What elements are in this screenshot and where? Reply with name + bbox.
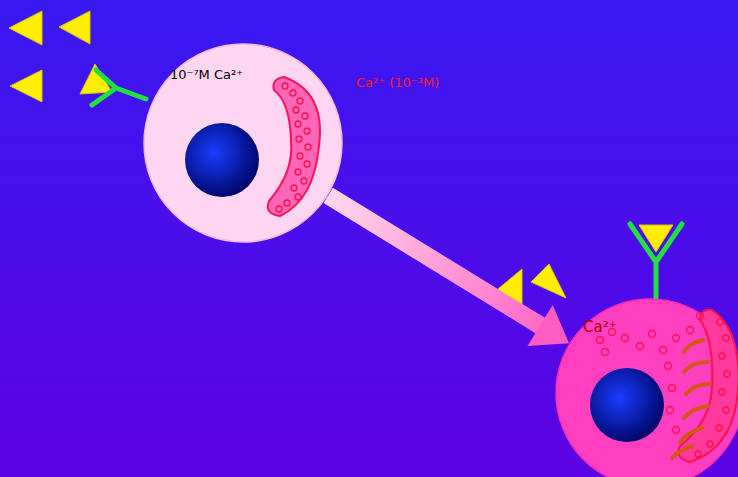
cell-membrane xyxy=(144,44,342,242)
nucleus xyxy=(185,123,259,197)
ligand-triangle xyxy=(59,11,90,44)
cell-membrane xyxy=(556,299,738,477)
cell: 10⁻⁷M Ca²⁺ xyxy=(143,43,343,243)
nucleus xyxy=(590,368,664,442)
ligands xyxy=(9,11,566,318)
ligand-triangle xyxy=(9,11,42,45)
ligand-triangle xyxy=(10,70,42,102)
receptor-symbol xyxy=(92,70,146,105)
bound-ligand xyxy=(639,225,673,252)
cell-outline xyxy=(555,298,738,477)
store-concentration: Ca²⁺ (10⁻³M) xyxy=(356,75,439,90)
calcium-channels xyxy=(672,340,710,458)
ligand-triangle xyxy=(531,264,566,298)
endoplasmic-reticulum xyxy=(268,77,320,216)
arrow-head xyxy=(528,305,570,346)
calcium-stores xyxy=(276,83,311,212)
released-calcium xyxy=(597,313,731,458)
receptor-symbol xyxy=(630,224,682,300)
transition-arrow xyxy=(328,195,569,346)
concentration-label: Ca²⁺ xyxy=(583,318,617,336)
concentration-label: 10⁻⁷M Ca²⁺ xyxy=(170,67,243,82)
cell: Ca²⁺ xyxy=(555,298,738,477)
label-wrap: Ca²⁺ (10⁻³M) xyxy=(356,72,439,91)
arrow-shaft xyxy=(328,195,542,326)
endoplasmic-reticulum xyxy=(678,310,738,462)
